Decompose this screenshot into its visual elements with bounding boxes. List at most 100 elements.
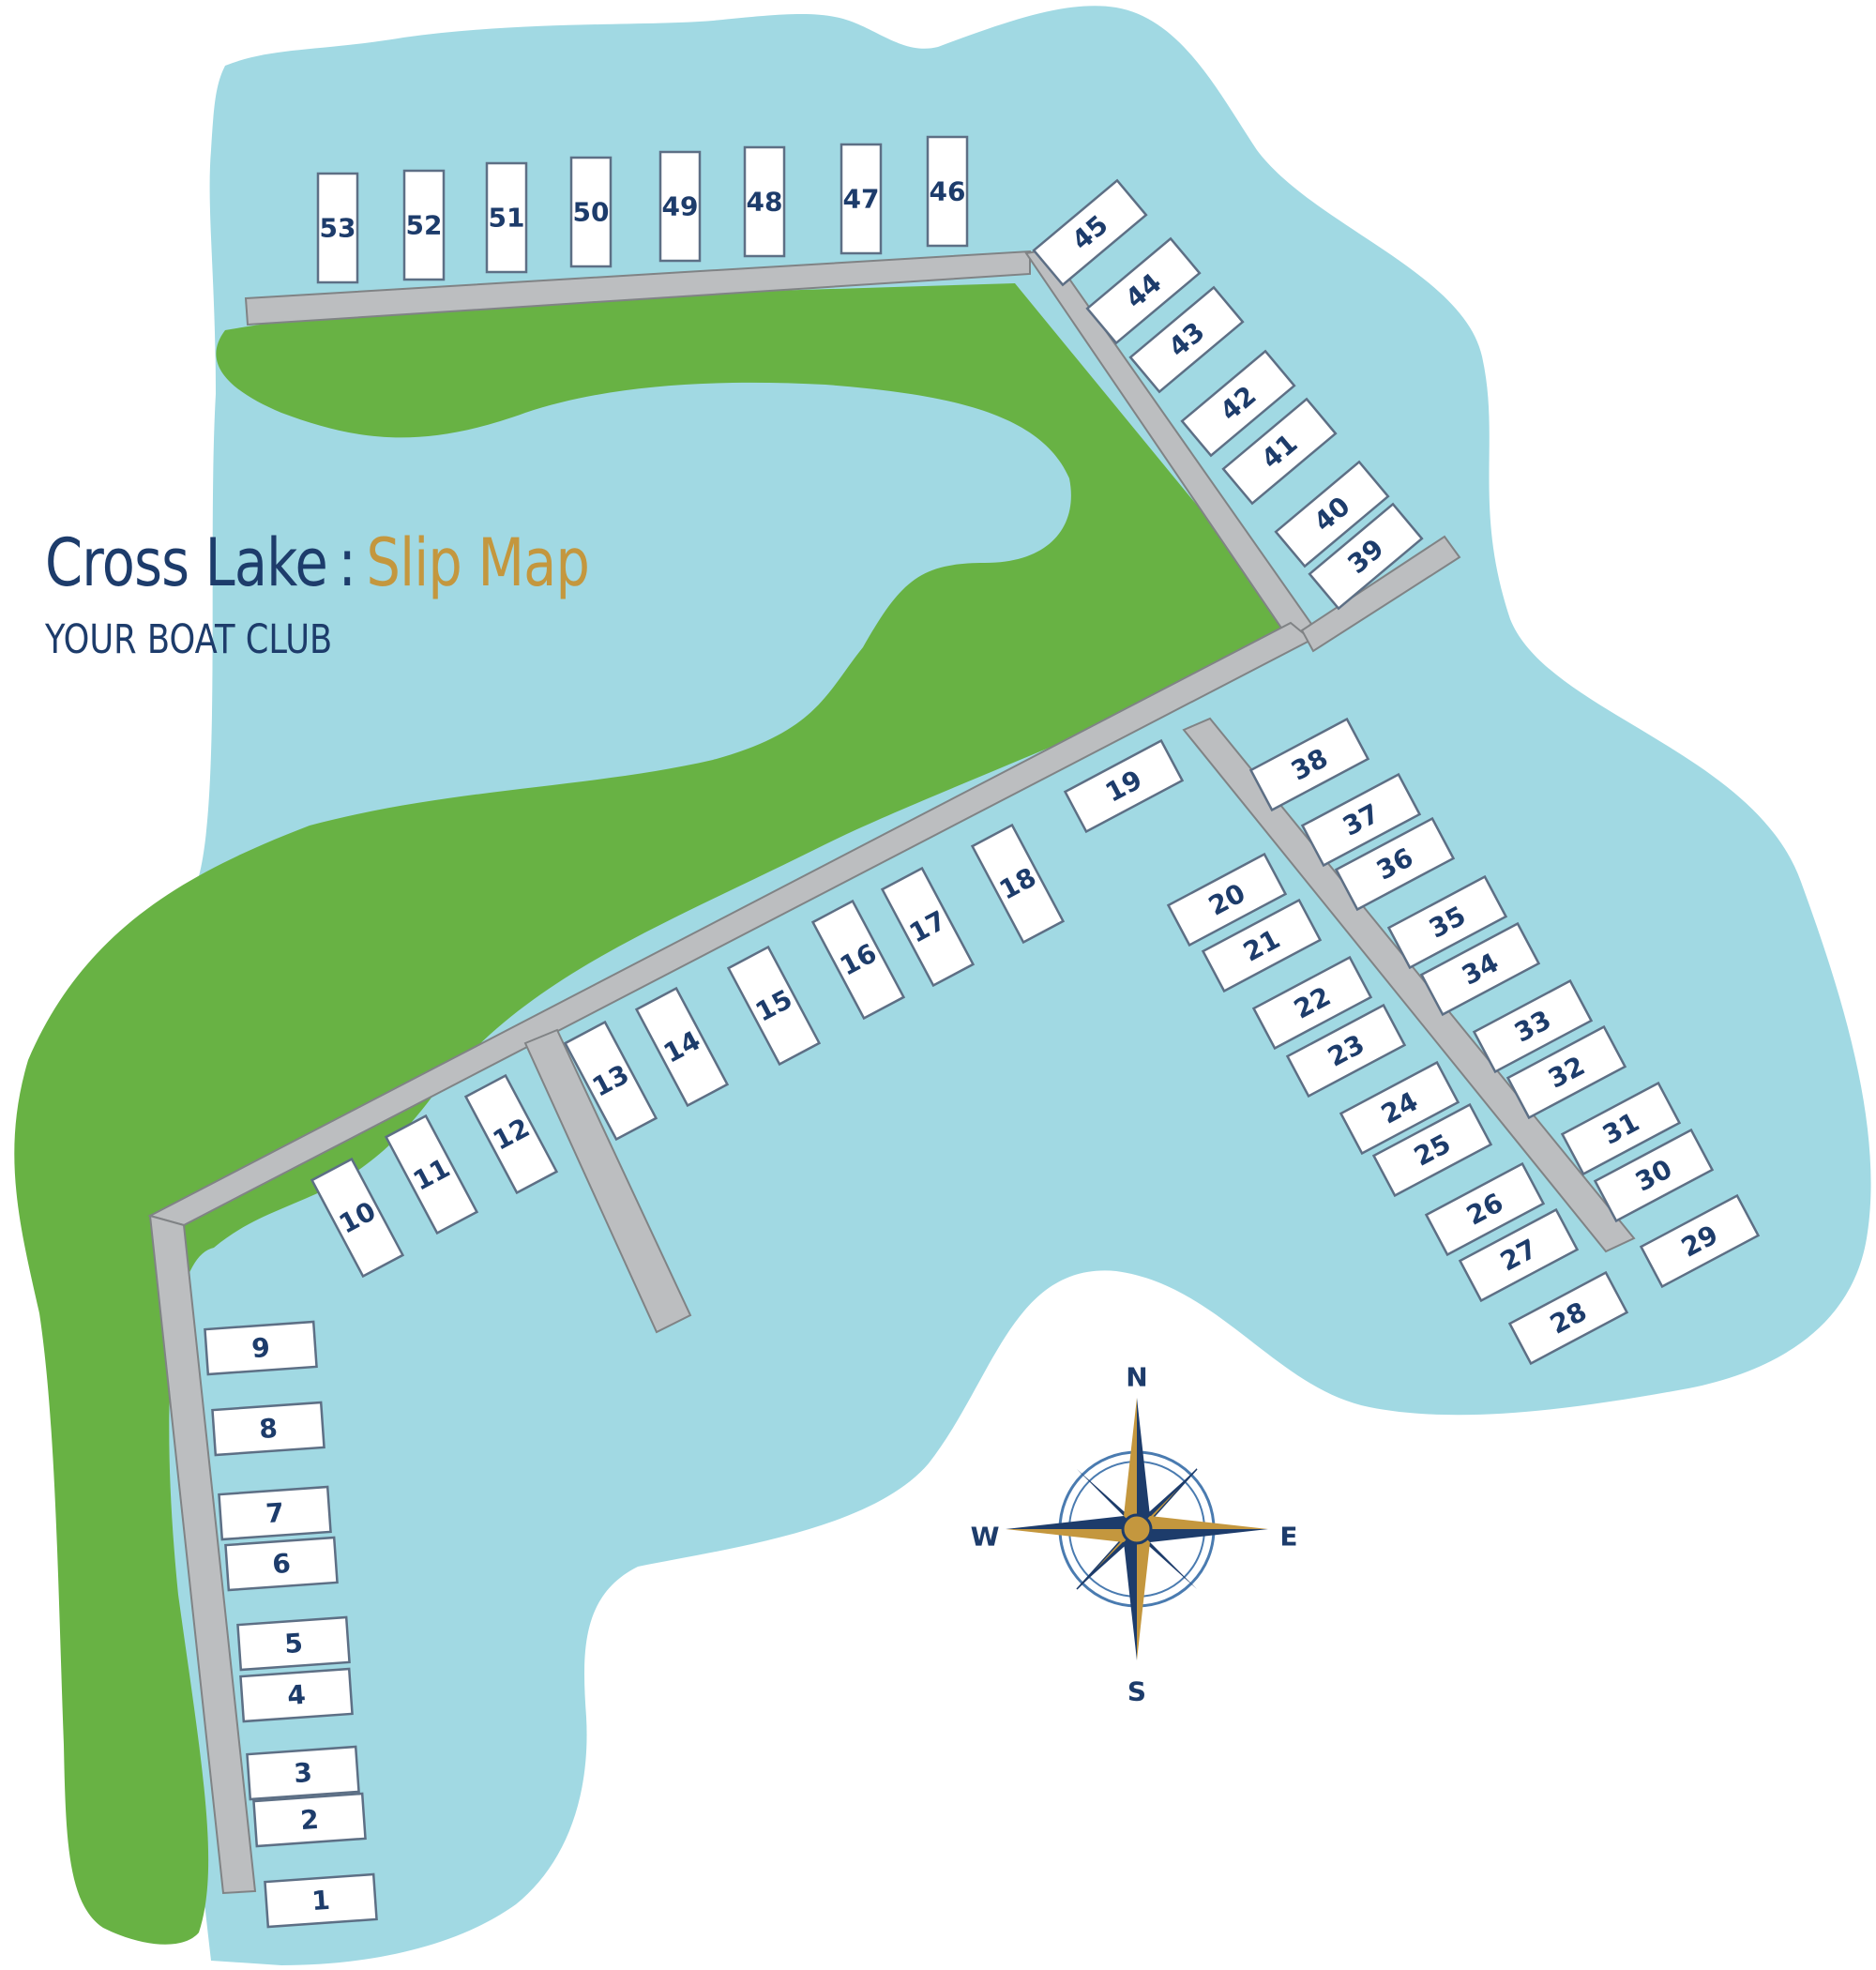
slip-box	[1386, 874, 1508, 970]
slip-12: 12	[463, 1073, 559, 1195]
slip-number: 3	[293, 1757, 313, 1789]
title-main: Cross Lake	[45, 524, 328, 601]
slips: 1234567891011121314151617181920212223242…	[204, 135, 1761, 1929]
slip-21: 21	[1201, 898, 1323, 993]
slip-box	[236, 1615, 351, 1672]
slip-box	[1505, 1024, 1627, 1120]
slip-4: 4	[239, 1667, 354, 1723]
slip-box	[1166, 852, 1288, 947]
slip-box	[246, 1745, 360, 1801]
slip-box	[569, 156, 613, 268]
slip-box	[563, 1020, 658, 1142]
title-separator: :	[338, 524, 356, 601]
slip-box	[252, 1792, 367, 1848]
slip-number: 50	[573, 197, 610, 228]
slip-14: 14	[634, 986, 730, 1108]
slip-46: 46	[926, 135, 969, 248]
slip-27: 27	[1458, 1207, 1580, 1303]
slip-51: 51	[485, 161, 528, 274]
slip-33: 33	[1472, 978, 1594, 1074]
slip-37: 37	[1300, 772, 1422, 868]
compass-north-label: N	[1126, 1362, 1147, 1393]
slip-26: 26	[1424, 1161, 1546, 1257]
slip-box	[1507, 1270, 1629, 1366]
compass-east-label: E	[1279, 1522, 1297, 1553]
slip-43: 43	[1128, 285, 1245, 394]
slip-52: 52	[402, 169, 446, 281]
slip-box	[1371, 1102, 1493, 1198]
slip-box	[264, 1872, 378, 1929]
slip-box	[1593, 1128, 1715, 1223]
slip-box	[1085, 236, 1202, 345]
compass-rose: N S E W	[971, 1362, 1298, 1707]
slip-39: 39	[1308, 502, 1424, 611]
slip-box	[1424, 1161, 1546, 1257]
slip-box	[743, 145, 786, 258]
slip-number: 6	[271, 1548, 292, 1580]
slip-box	[1221, 397, 1338, 506]
slip-box	[1334, 816, 1456, 912]
slip-47: 47	[840, 143, 883, 255]
slip-number: 48	[747, 187, 783, 218]
slip-53: 53	[316, 172, 359, 284]
slip-16: 16	[810, 899, 906, 1021]
slip-5: 5	[236, 1615, 351, 1672]
slip-box	[1201, 898, 1323, 993]
lake-water	[156, 6, 1871, 1965]
slip-box	[310, 1157, 405, 1279]
slip-36: 36	[1334, 816, 1456, 912]
slip-45: 45	[1032, 178, 1148, 287]
slip-box	[880, 866, 976, 988]
slip-number: 5	[283, 1628, 304, 1659]
dock-southeast	[1182, 717, 1636, 1253]
slip-box	[1639, 1193, 1761, 1289]
map-subtitle: YOUR BOAT CLUB	[45, 616, 333, 663]
slip-34: 34	[1419, 921, 1541, 1017]
slip-6: 6	[224, 1536, 339, 1592]
slip-box	[1339, 1060, 1460, 1156]
slip-number: 8	[258, 1413, 279, 1445]
slip-box	[1063, 738, 1185, 834]
slip-box	[402, 169, 446, 281]
slip-28: 28	[1507, 1270, 1629, 1366]
slip-44: 44	[1085, 236, 1202, 345]
slip-box	[634, 986, 730, 1108]
slip-29: 29	[1639, 1193, 1761, 1289]
slip-number: 4	[286, 1679, 307, 1711]
slip-23: 23	[1285, 1003, 1407, 1099]
slip-17: 17	[880, 866, 976, 988]
slip-box	[1248, 717, 1370, 812]
compass-cardinal-points	[1006, 1398, 1268, 1660]
slip-box	[840, 143, 883, 255]
dock-finger-13	[523, 1028, 692, 1334]
slip-number: 53	[320, 213, 356, 244]
slip-box	[1560, 1081, 1682, 1176]
slip-box	[1308, 502, 1424, 611]
slip-box	[726, 945, 822, 1067]
slip-box	[658, 150, 702, 263]
slip-box	[1251, 955, 1373, 1051]
land-peninsula	[14, 283, 1302, 1945]
slip-35: 35	[1386, 874, 1508, 970]
slip-50: 50	[569, 156, 613, 268]
title-accent: Slip Map	[366, 524, 590, 601]
dock-north	[244, 250, 1031, 326]
slip-49: 49	[658, 150, 702, 263]
slip-41: 41	[1221, 397, 1338, 506]
map-title: Cross Lake:Slip Map	[45, 523, 590, 602]
slip-38: 38	[1248, 717, 1370, 812]
slip-40: 40	[1274, 460, 1390, 568]
slip-number: 51	[489, 203, 525, 234]
slip-box	[1300, 772, 1422, 868]
slip-number: 52	[406, 210, 443, 241]
slip-box	[1419, 921, 1541, 1017]
slip-box	[1458, 1207, 1580, 1303]
slip-22: 22	[1251, 955, 1373, 1051]
slip-3: 3	[246, 1745, 360, 1801]
slip-box	[384, 1114, 479, 1235]
slip-box	[1128, 285, 1245, 394]
slip-box	[1032, 178, 1148, 287]
slip-25: 25	[1371, 1102, 1493, 1198]
slip-48: 48	[743, 145, 786, 258]
title-block: Cross Lake:Slip Map YOUR BOAT CLUB	[45, 523, 708, 664]
